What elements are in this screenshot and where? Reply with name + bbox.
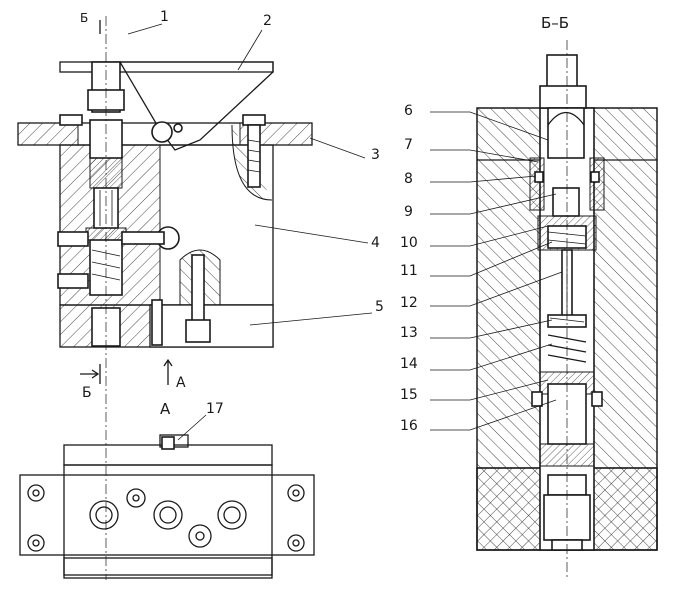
section-title: Б–Б xyxy=(541,14,570,32)
callout-16: 16 xyxy=(400,418,418,434)
callout-15: 15 xyxy=(400,387,418,403)
callout-8: 8 xyxy=(404,171,413,187)
callout-10: 10 xyxy=(400,235,418,251)
section-mark-bottom: Б xyxy=(82,385,92,401)
front-view xyxy=(17,16,373,580)
view-a-label: А xyxy=(160,400,171,418)
callout-9: 9 xyxy=(404,204,413,220)
callout-11: 11 xyxy=(400,263,418,279)
callout-1: 1 xyxy=(160,9,169,25)
callout-13: 13 xyxy=(400,325,418,341)
callout-14: 14 xyxy=(400,356,418,372)
callout-5: 5 xyxy=(375,299,384,315)
callout-7: 7 xyxy=(404,137,413,153)
section-b-b xyxy=(430,40,658,580)
callout-2: 2 xyxy=(263,13,272,29)
callout-12: 12 xyxy=(400,295,418,311)
callout-6: 6 xyxy=(404,103,413,119)
view-a xyxy=(19,414,315,579)
arrow-a-label: А xyxy=(176,375,186,391)
callout-3: 3 xyxy=(371,147,380,163)
section-mark-top: Б xyxy=(80,11,89,25)
callout-17: 17 xyxy=(206,401,224,417)
callout-4: 4 xyxy=(371,235,380,251)
